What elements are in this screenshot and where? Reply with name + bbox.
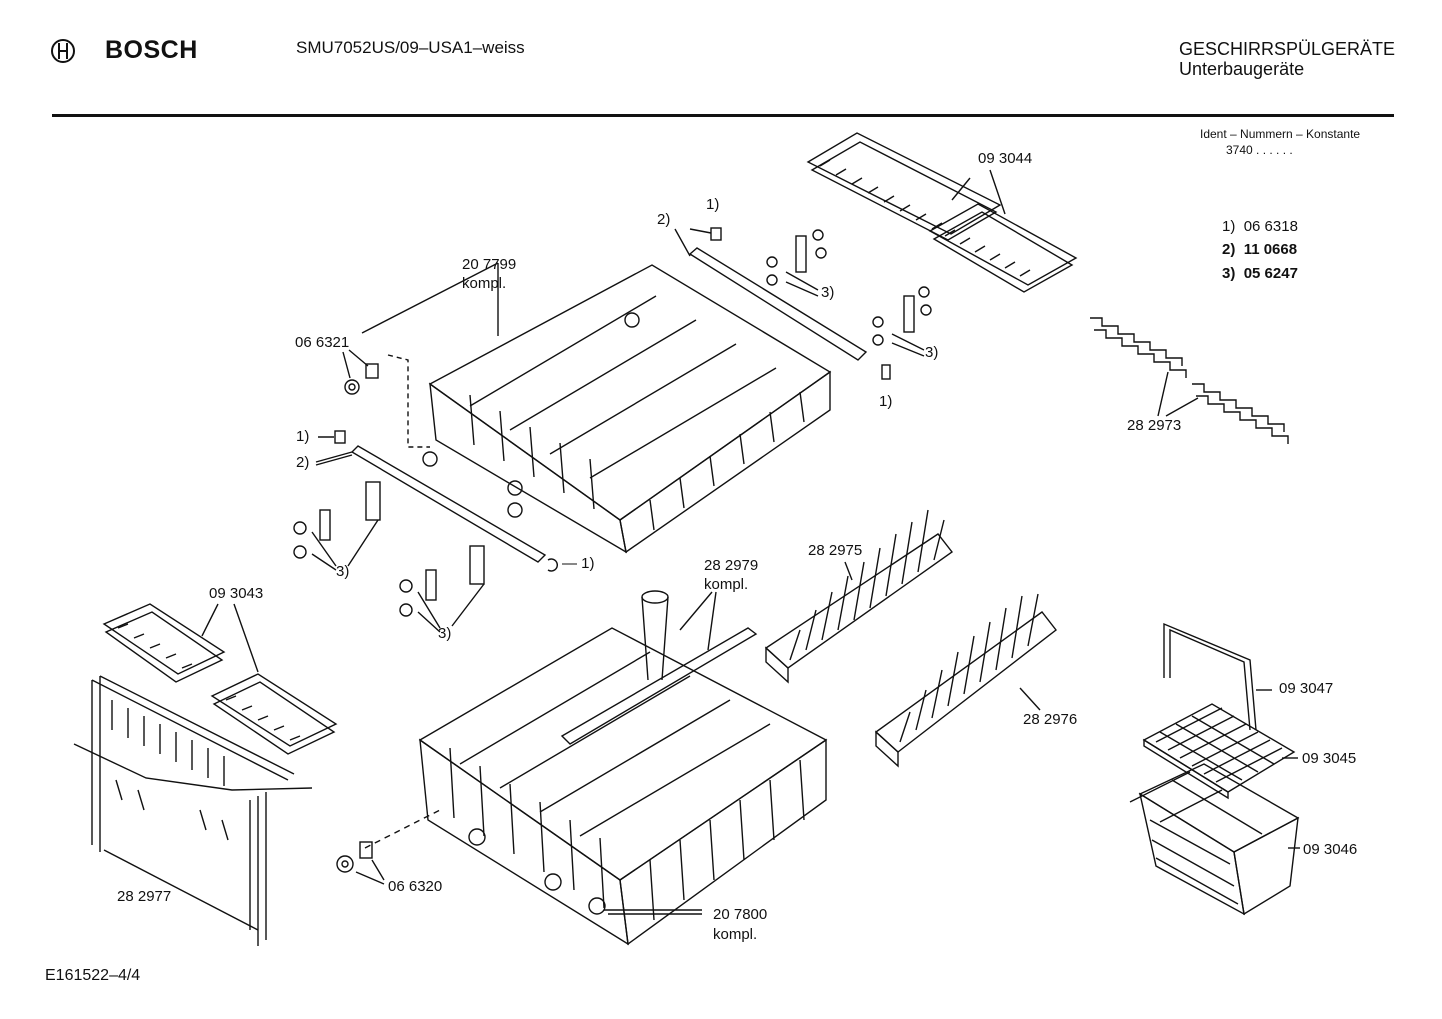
callout-2-left: 2) [296,454,310,471]
leader-066321 [342,349,369,379]
legend-item-3: 3) 05 6247 [1222,265,1298,282]
appliance-category: GESCHIRRSPÜLGERÄTE [1179,39,1396,59]
callout-1-dash: — 1) [562,555,595,572]
rail-top [688,227,868,361]
bosch-logo-icon [50,38,76,64]
legend-key: 2) [1222,241,1236,258]
ident-title: Ident – Nummern – Konstante [1200,127,1361,141]
label-282973: 28 2973 [1127,417,1182,434]
label-093043: 09 3043 [209,585,264,602]
label-207800-note: kompl. [713,926,758,943]
leader-207799 [361,262,499,334]
leader-282979 [679,591,717,651]
legend-value: 05 6247 [1243,265,1298,282]
rail-left [334,430,547,563]
label-282979: 28 2979 [704,557,759,574]
brand-name: BOSCH [105,36,198,64]
wheel-066320 [336,841,373,873]
callout-2-top: 2) [657,211,671,228]
label-093045: 09 3045 [1302,750,1357,767]
rack-tine-upper-a [806,132,1002,241]
rack-comb-282976 [874,593,1057,768]
label-093044: 09 3044 [978,150,1033,167]
label-093047: 09 3047 [1279,680,1334,697]
label-093046: 09 3046 [1303,841,1358,858]
callout-3-top-b: 3) [925,344,939,361]
leader-093043 [201,603,259,673]
leader-282975 [844,561,853,581]
rack-comb-282975 [764,509,954,684]
basket-handle-093047 [1163,622,1257,731]
leader-207800 [604,909,702,915]
basket-lid-093045 [1142,703,1296,800]
callout-3-left-a: 3) [336,563,350,580]
rack-tine-upper-b [928,203,1078,293]
appliance-subcategory: Unterbaugeräte [1179,59,1305,79]
model-number: SMU7052US/09–USA1–weiss [296,38,525,57]
label-282975: 28 2975 [808,542,863,559]
lower-basket [418,627,828,946]
label-207799: 20 7799 [462,256,517,273]
callout-1-top: 1) [706,196,720,213]
legend-key: 1) [1222,218,1236,235]
header-divider [52,114,1394,117]
label-282977: 28 2977 [117,888,172,905]
leader-066320 [355,859,385,885]
legend-value: 06 6318 [1243,218,1298,235]
leader-093044 [951,169,1006,215]
wheel-066321 [344,363,379,395]
wire-frame-282977 [73,675,313,946]
cutlery-basket-093046 [1129,763,1300,916]
legend-item-2: 2) 11 0668 [1222,241,1297,258]
rack-tine-lower-a [102,603,226,683]
clip-assembly-top-a [766,229,827,286]
callout-1-left: 1) [296,428,310,445]
clip-1-right [881,364,891,380]
label-282976: 28 2976 [1023,711,1078,728]
label-066321: 06 6321 [295,334,350,351]
legend-key: 3) [1222,265,1236,282]
leader-282976 [1019,687,1041,711]
clip-assembly-top-b [872,286,932,346]
clip-1-left [547,558,558,572]
callout-3-top-a: 3) [821,284,835,301]
ident-value: 3740 . . . . . . [1226,143,1293,157]
clip-assembly-left-b [399,545,485,617]
clip-assembly-left-a [293,481,381,559]
rack-strip-282973-a [1090,317,1187,378]
callout-1-right: 1) [879,393,893,410]
rack-tine-lower-b [210,673,338,755]
legend-item-1: 1) 06 6318 [1222,218,1298,235]
legend-value: 11 0668 [1243,241,1298,258]
label-207800: 20 7800 [713,906,768,923]
callout-3-left-b: 3) [438,625,452,642]
label-282979-note: kompl. [704,576,749,593]
upper-basket [422,264,832,554]
label-066320: 06 6320 [388,878,443,895]
label-207799-note: kompl. [462,275,507,292]
rack-strip-282973-b [1192,383,1289,444]
drawing-id: E161522–4/4 [45,967,141,984]
dashed-connector [387,354,430,448]
spray-arm-282979 [560,590,758,745]
leader-282973 [1157,371,1199,417]
